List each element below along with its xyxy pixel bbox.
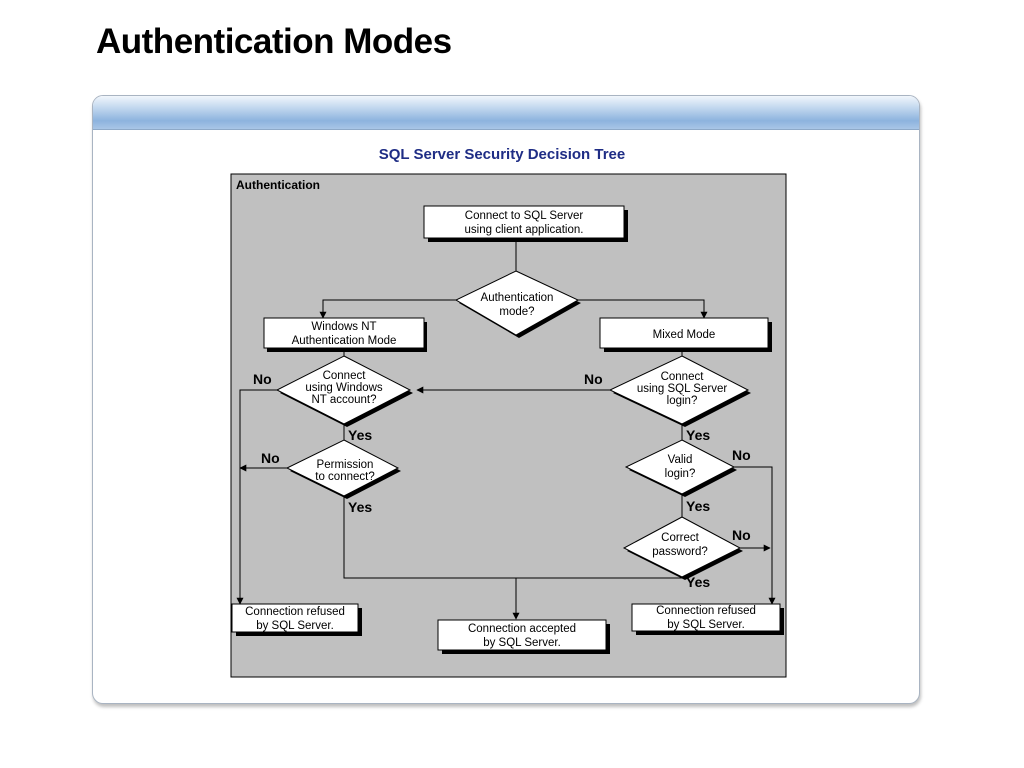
edge-label-yes-correct-password: Yes: [686, 574, 710, 590]
node-refused-left: Connection refused by SQL Server.: [231, 603, 362, 636]
edge-label-yes-permission: Yes: [348, 499, 372, 515]
svg-text:by SQL Server.: by SQL Server.: [256, 620, 334, 632]
svg-text:Correct: Correct: [661, 532, 700, 544]
svg-text:mode?: mode?: [499, 306, 534, 318]
decision-permission: Permission to connect?: [285, 439, 401, 499]
svg-text:by SQL Server.: by SQL Server.: [483, 637, 561, 649]
svg-text:login?: login?: [667, 395, 698, 407]
edge-label-no-connect-windows: No: [253, 371, 272, 387]
decision-auth-mode: Authentication mode?: [454, 270, 581, 338]
node-connect: Connect to SQL Server using client appli…: [423, 205, 628, 242]
svg-text:Connection refused: Connection refused: [656, 605, 756, 617]
edge-label-yes-connect-sql: Yes: [686, 427, 710, 443]
edge-label-no-permission: No: [261, 450, 280, 466]
svg-text:NT account?: NT account?: [312, 394, 377, 406]
svg-text:Connect: Connect: [661, 371, 705, 383]
slide-title: Authentication Modes: [96, 22, 452, 61]
decision-connect-windows: Connect using Windows NT account?: [275, 355, 413, 427]
panel-header-bar: [93, 96, 919, 130]
diagram-frame: [230, 173, 787, 678]
svg-text:Valid: Valid: [668, 454, 693, 466]
edge-label-no-valid-login: No: [732, 447, 751, 463]
svg-text:Mixed Mode: Mixed Mode: [653, 329, 716, 341]
edge-label-yes-connect-windows: Yes: [348, 427, 372, 443]
svg-text:login?: login?: [665, 468, 696, 480]
svg-text:Windows NT: Windows NT: [311, 321, 376, 333]
svg-text:Connection accepted: Connection accepted: [468, 623, 576, 635]
svg-text:Authentication: Authentication: [481, 292, 554, 304]
node-refused-right: Connection refused by SQL Server.: [631, 603, 784, 635]
svg-text:Connection refused: Connection refused: [245, 606, 345, 618]
svg-text:using client application.: using client application.: [465, 224, 584, 236]
edge-label-yes-valid-login: Yes: [686, 498, 710, 514]
svg-text:Permission: Permission: [317, 459, 374, 471]
decision-correct-password: Correct password?: [622, 516, 743, 580]
node-mixed-mode: Mixed Mode: [599, 317, 772, 352]
svg-text:to connect?: to connect?: [315, 471, 374, 483]
svg-text:Authentication Mode: Authentication Mode: [292, 335, 397, 347]
edge-label-no-connect-sql: No: [584, 371, 603, 387]
diagram-title: SQL Server Security Decision Tree: [379, 146, 626, 163]
svg-text:using Windows: using Windows: [305, 382, 383, 394]
edge-label-no-correct-password: No: [732, 527, 751, 543]
svg-text:Connect to SQL Server: Connect to SQL Server: [465, 210, 584, 222]
svg-text:using SQL Server: using SQL Server: [637, 383, 728, 395]
node-windows-nt: Windows NT Authentication Mode: [263, 317, 427, 352]
svg-text:by SQL Server.: by SQL Server.: [667, 619, 745, 631]
node-accepted: Connection accepted by SQL Server.: [437, 619, 610, 654]
svg-text:password?: password?: [652, 546, 708, 558]
section-label: Authentication: [236, 178, 320, 192]
decision-valid-login: Valid login?: [624, 439, 737, 497]
svg-text:Connect: Connect: [323, 370, 367, 382]
connectors: [236, 240, 776, 620]
decision-connect-sql: Connect using SQL Server login?: [608, 355, 751, 427]
